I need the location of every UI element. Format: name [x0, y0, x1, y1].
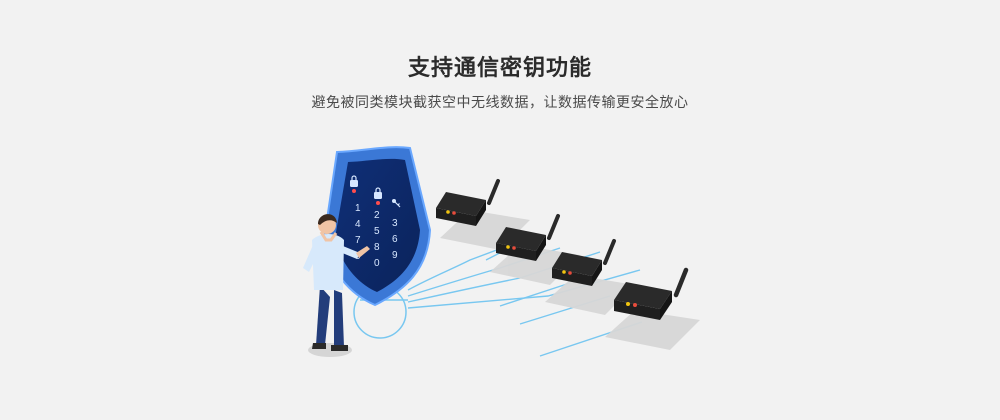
keypad-extra-9: 9 — [392, 250, 398, 261]
device-3 — [552, 239, 616, 286]
keypad-right-0: 0 — [374, 258, 380, 269]
keypad-extra-6: 6 — [392, 234, 398, 245]
device-2 — [496, 214, 560, 261]
keypad-right-8: 8 — [374, 242, 380, 253]
status-dot-right — [376, 201, 380, 205]
page-title: 支持通信密钥功能 — [407, 56, 592, 81]
keypad-left-1: 1 — [355, 203, 361, 214]
keypad-left-7: 7 — [355, 235, 361, 246]
lock-icon-right — [374, 187, 382, 199]
person-figure — [303, 214, 370, 357]
device-4 — [614, 267, 689, 320]
lock-icon-left — [350, 175, 358, 187]
key-icon — [392, 199, 401, 208]
device-1 — [436, 179, 500, 226]
keypad-right-5: 5 — [374, 226, 380, 237]
page-subtitle: 避免被同类模块截获空中无线数据，让数据传输更安全放心 — [311, 95, 689, 111]
status-dot-left — [352, 189, 356, 193]
keypad-extra-3: 3 — [392, 218, 398, 229]
keypad-right-2: 2 — [374, 210, 380, 221]
keypad-left-4: 4 — [355, 219, 361, 230]
